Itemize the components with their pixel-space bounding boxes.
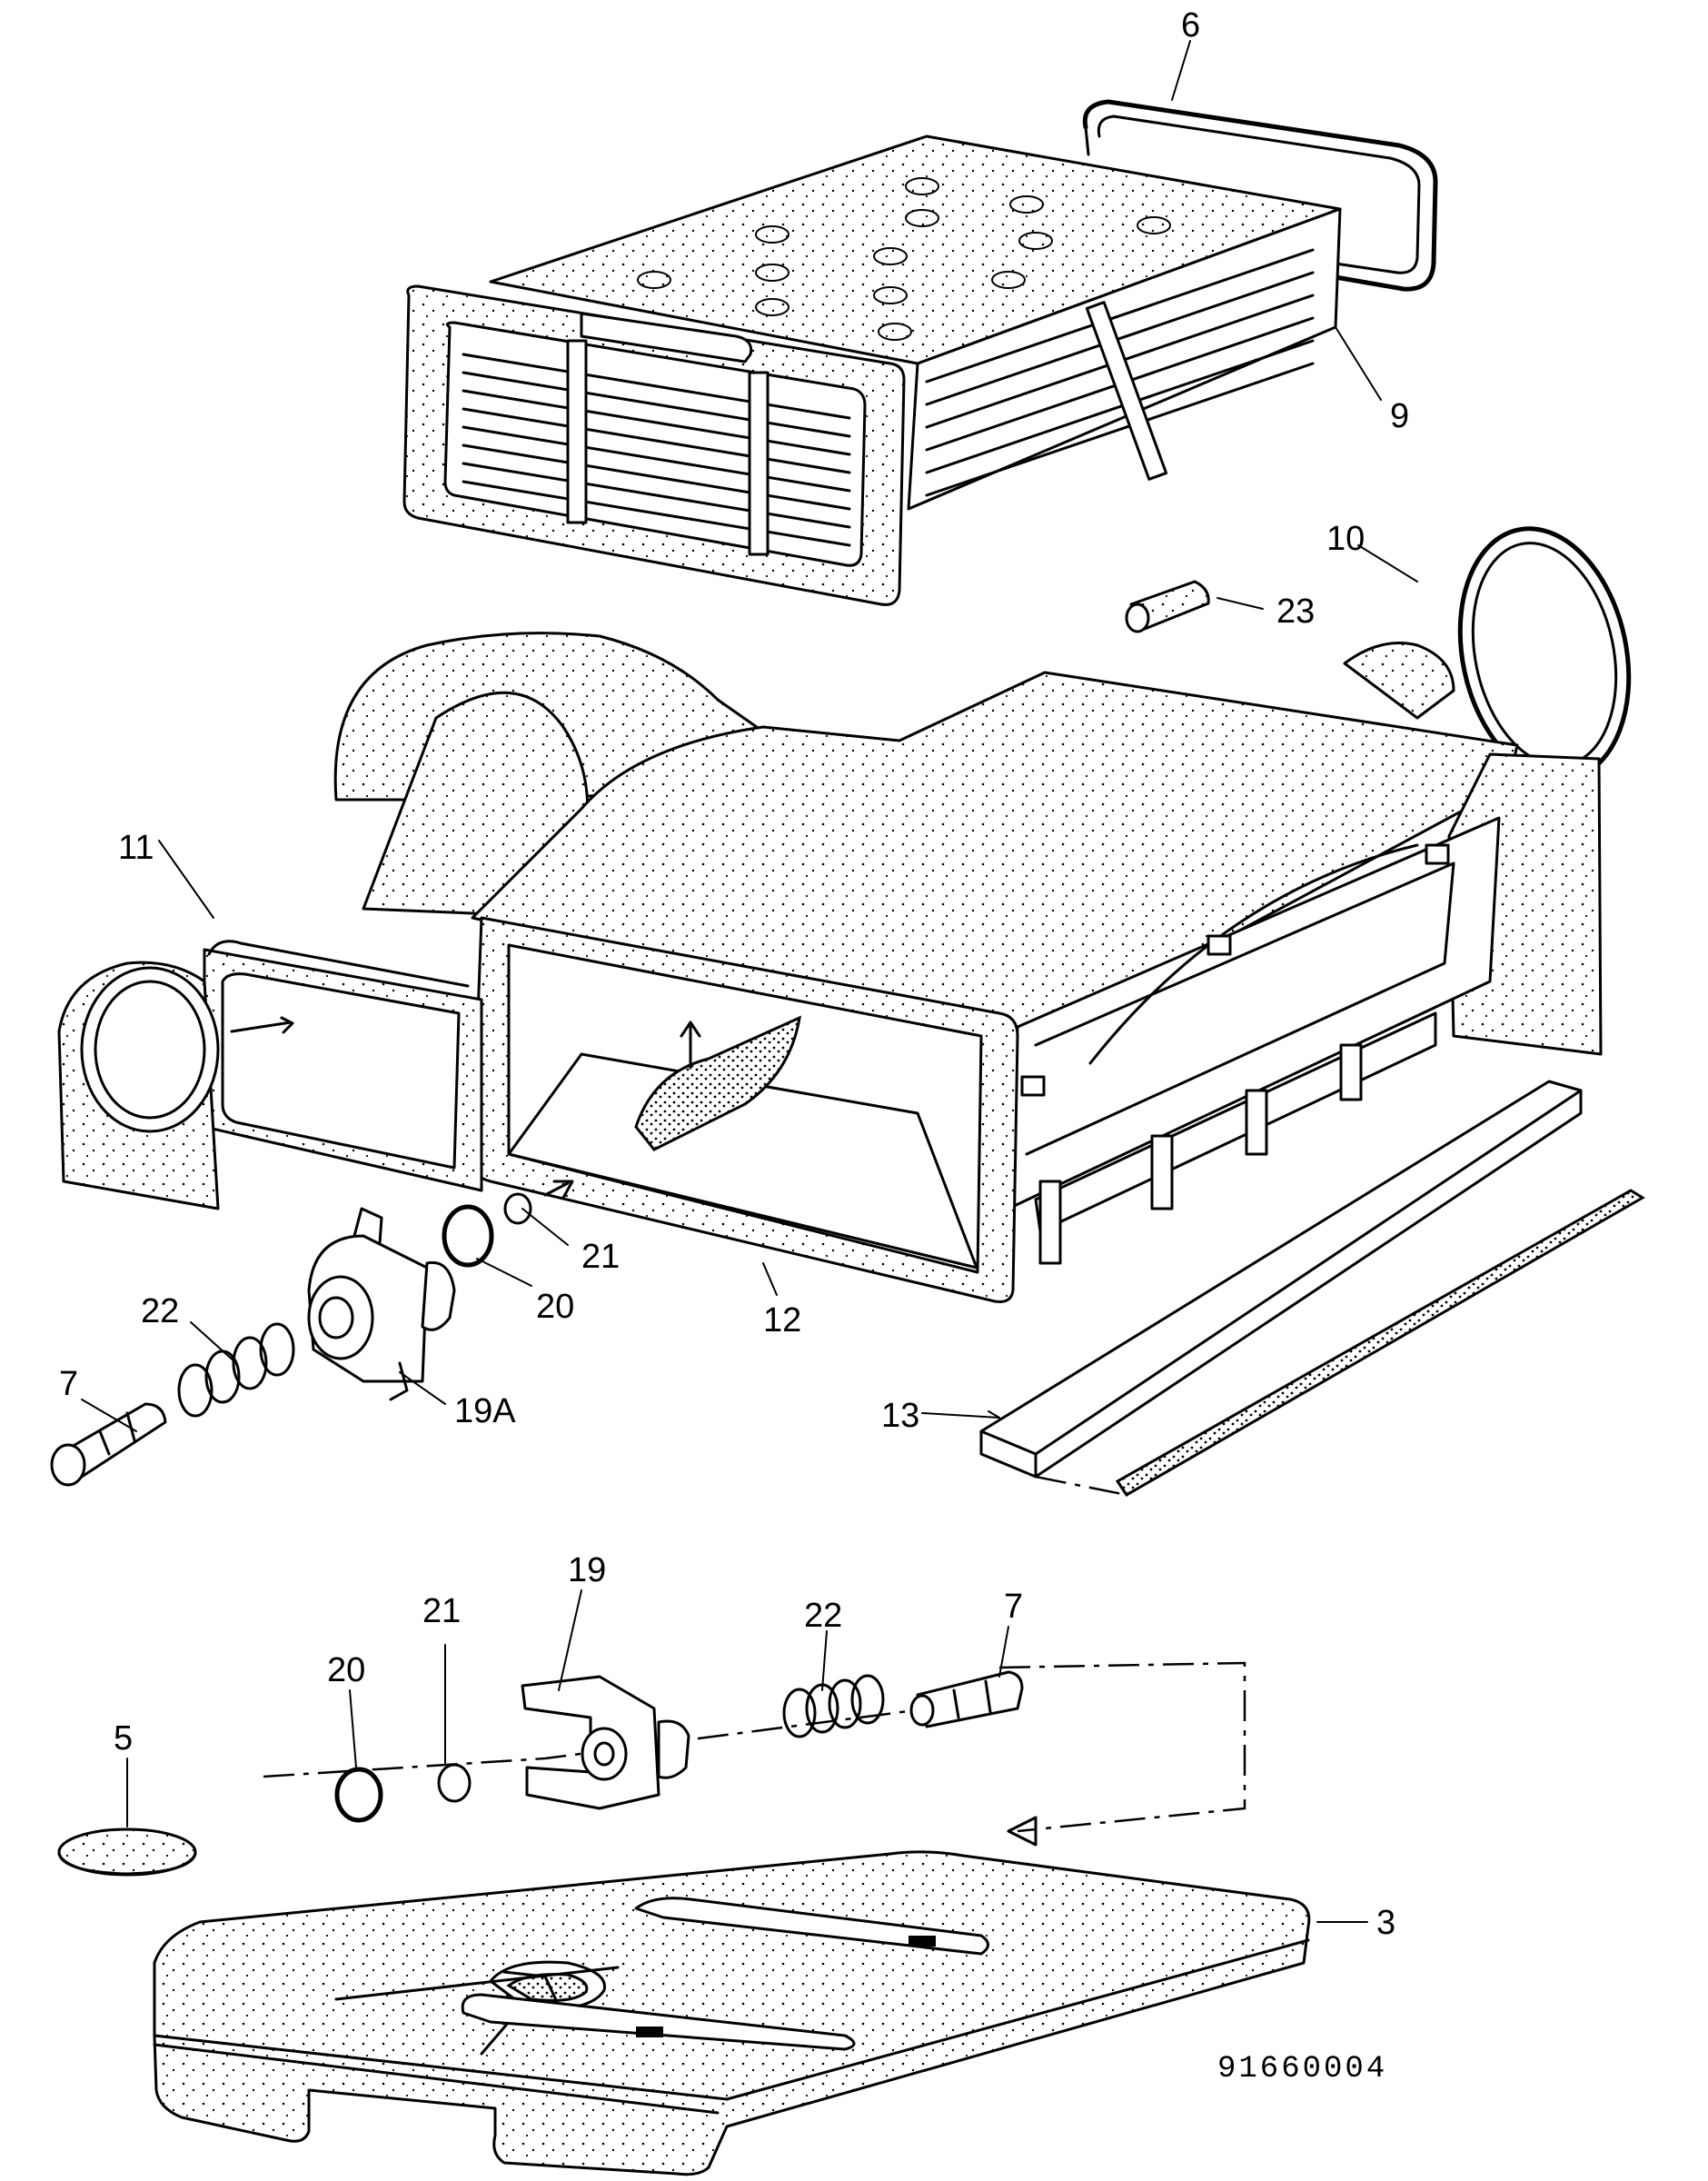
base-plate-part-13: [979, 1080, 1645, 1498]
callout-21-lower: 21: [422, 1592, 461, 1630]
callout-12: 12: [763, 1301, 801, 1339]
callout-labels: 6 9 10 23 11 21 20 22 7 19A 12 13 19 21 …: [59, 6, 1409, 2086]
callout-20-upper: 20: [536, 1288, 574, 1326]
callout-19a: 19A: [454, 1392, 516, 1430]
outlet-ring-collar: [57, 961, 220, 1210]
base-tray-part-3: [153, 1850, 1311, 2176]
callout-6: 6: [1181, 6, 1200, 45]
callout-7-upper: 7: [59, 1365, 78, 1403]
duct-housing-part-12: [203, 632, 1603, 1303]
callout-22-upper: 22: [141, 1292, 179, 1330]
callout-21-upper: 21: [581, 1238, 620, 1276]
callout-5: 5: [114, 1719, 133, 1758]
callout-11: 11: [118, 829, 154, 867]
callout-7-lower: 7: [1004, 1588, 1023, 1626]
roller-part-23: [1125, 580, 1210, 633]
cap-part-5: [57, 1827, 197, 1877]
callout-20-lower: 20: [327, 1651, 365, 1689]
valve-assembly-upper: [50, 1180, 574, 1487]
callout-23: 23: [1276, 593, 1315, 631]
callout-19: 19: [568, 1551, 606, 1589]
leader-lines: [81, 40, 1418, 1923]
filter-box-part-9: [402, 134, 1342, 606]
callout-10: 10: [1326, 520, 1365, 558]
callout-9: 9: [1390, 397, 1409, 435]
valve-assembly-lower: [263, 1661, 1246, 1847]
callout-13: 13: [881, 1397, 919, 1435]
drawing-number: 91660004: [1217, 2052, 1387, 2086]
callout-3: 3: [1376, 1904, 1395, 1942]
callout-22-lower: 22: [804, 1597, 842, 1635]
gasket-part-6: [1082, 99, 1438, 292]
